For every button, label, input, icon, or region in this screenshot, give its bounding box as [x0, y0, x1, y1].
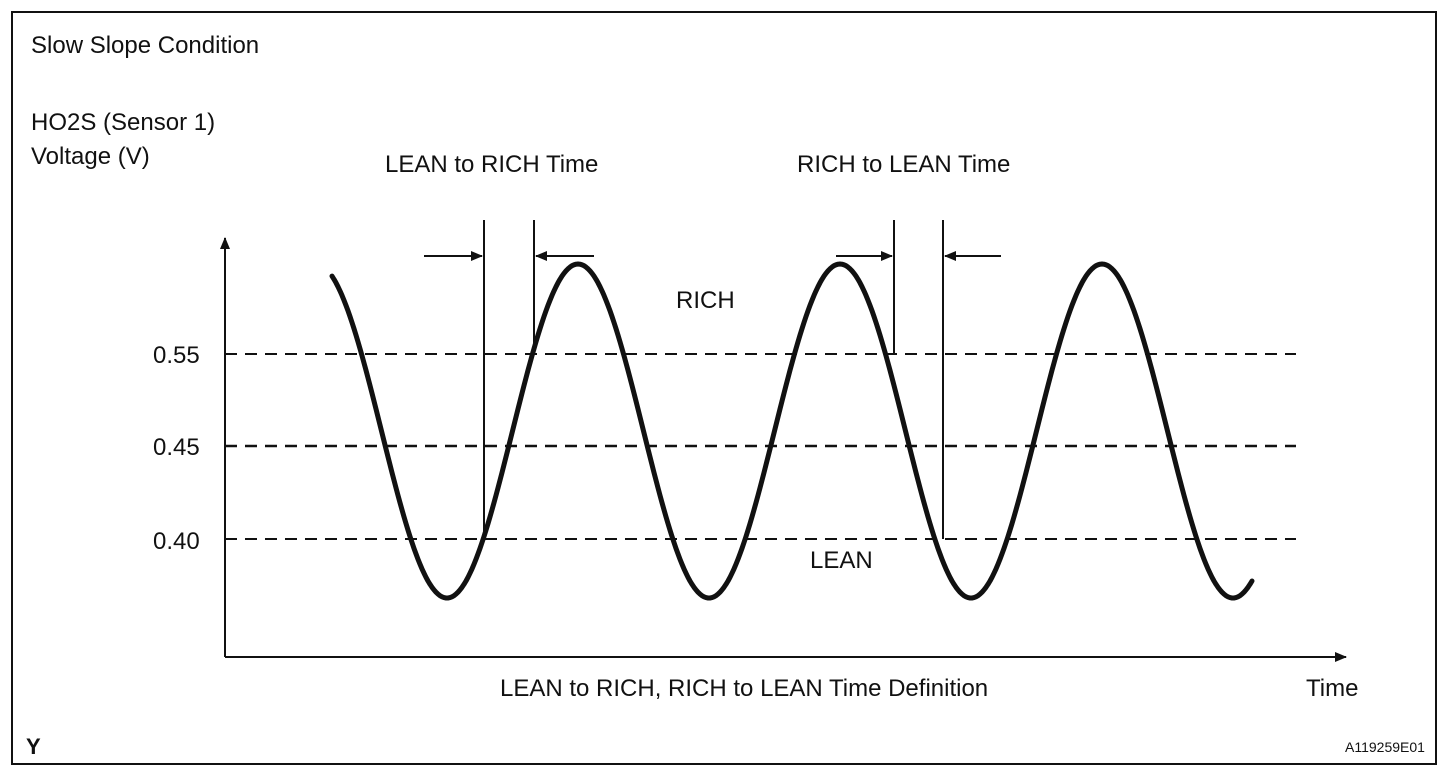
y-axis-label-line2: Voltage (V)	[31, 143, 150, 170]
y-axis-label-line1: HO2S (Sensor 1)	[31, 109, 215, 136]
threshold-label-040: 0.40	[153, 528, 200, 555]
figure-id: A119259E01	[1345, 739, 1425, 755]
rich-to-lean-time-label: RICH to LEAN Time	[797, 151, 1010, 178]
lean-to-rich-time-label: LEAN to RICH Time	[385, 151, 598, 178]
figure-caption: LEAN to RICH, RICH to LEAN Time Definiti…	[500, 675, 988, 702]
threshold-label-045: 0.45	[153, 434, 200, 461]
lean-region-label: LEAN	[810, 547, 873, 574]
sensor-voltage-waveform	[329, 261, 1255, 601]
figure-title: Slow Slope Condition	[31, 32, 259, 59]
figure-frame	[11, 11, 1437, 765]
threshold-label-055: 0.55	[153, 342, 200, 369]
x-axis-label: Time	[1306, 675, 1358, 702]
corner-mark: Y	[26, 734, 41, 759]
rich-region-label: RICH	[676, 287, 735, 314]
